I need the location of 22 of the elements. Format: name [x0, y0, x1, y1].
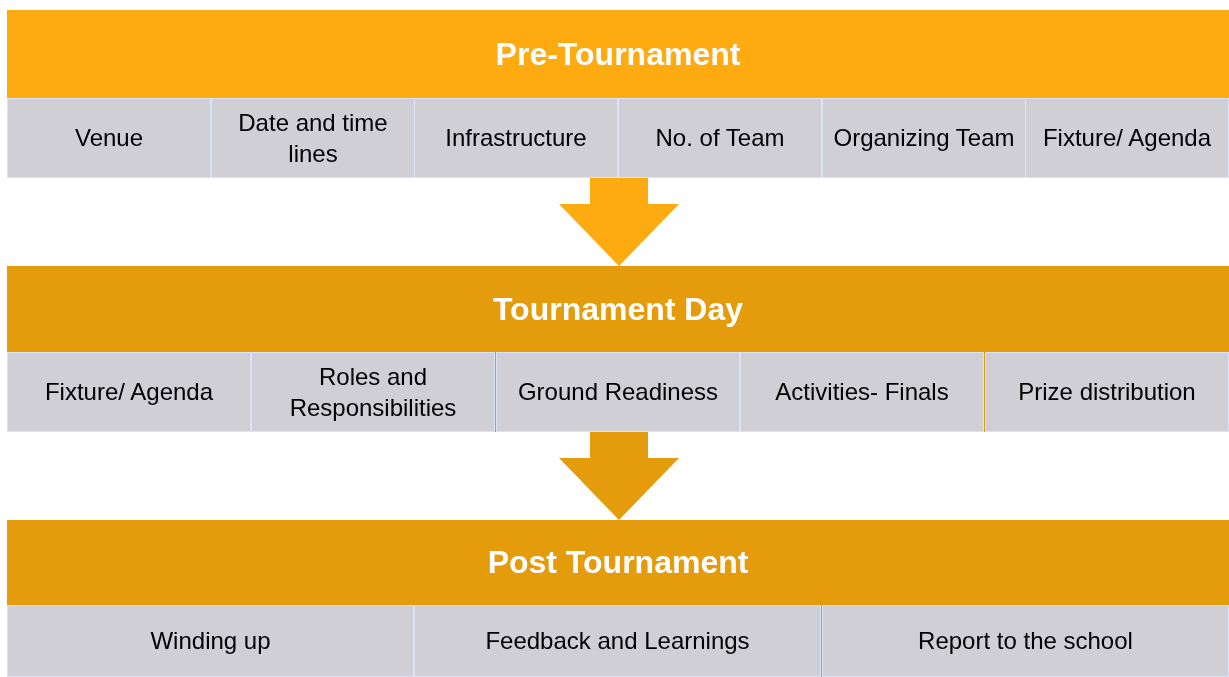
task-cell: Fixture/ Agenda: [7, 352, 251, 432]
task-cell: Fixture/ Agenda: [1025, 98, 1229, 178]
arrow: [559, 432, 679, 520]
task-cell: Infrastructure: [414, 98, 618, 178]
task-cell: Venue: [7, 98, 211, 178]
stage-title: Tournament Day: [491, 289, 745, 329]
stage-title: Pre-Tournament: [494, 34, 742, 74]
stage-band: [7, 266, 1229, 432]
task-cell: Activities- Finals: [740, 352, 984, 432]
task-cell: Organizing Team: [822, 98, 1026, 178]
task-cell: Prize distribution: [985, 352, 1229, 432]
task-cell: Feedback and Learnings: [414, 605, 821, 677]
task-cell: Roles and Responsibilities: [251, 352, 495, 432]
task-cell: No. of Team: [618, 98, 822, 178]
task-cell: Ground Readiness: [496, 352, 740, 432]
task-cell: Report to the school: [822, 605, 1229, 677]
stage-band: [7, 520, 1229, 677]
task-cell: Winding up: [7, 605, 414, 677]
arrow: [559, 178, 679, 266]
stage-band: [7, 10, 1229, 178]
stage-title: Post Tournament: [486, 543, 750, 582]
task-cell: Date and time lines: [211, 98, 415, 178]
